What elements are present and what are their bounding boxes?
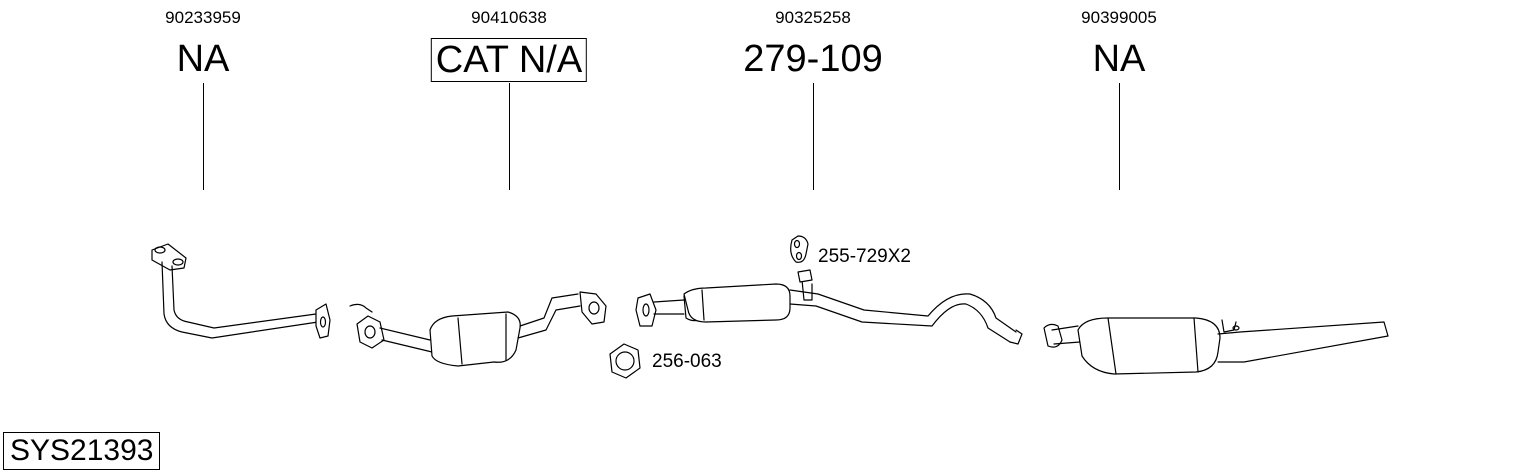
- leader-line-catalytic-converter: [509, 83, 510, 190]
- oe-number-middle-silencer: 90325258: [775, 8, 851, 27]
- middle-silencer-drawing[interactable]: [635, 269, 1023, 345]
- rear-silencer-drawing[interactable]: [1043, 317, 1389, 375]
- gasket-icon[interactable]: [609, 343, 641, 379]
- part-number-rear-silencer[interactable]: NA: [1092, 38, 1146, 80]
- part-number-front-pipe[interactable]: NA: [176, 38, 230, 80]
- part-number-catalytic-converter[interactable]: CAT N/A: [430, 38, 588, 82]
- catalytic-converter-drawing[interactable]: [349, 291, 607, 367]
- oe-number-front-pipe: 90233959: [165, 8, 241, 27]
- leader-line-front-pipe: [203, 83, 204, 190]
- leader-line-rear-silencer: [1119, 83, 1120, 190]
- rubber-hanger-icon[interactable]: [790, 235, 809, 263]
- part-number-middle-silencer[interactable]: 279-109: [743, 38, 883, 80]
- front-pipe-drawing[interactable]: [151, 243, 331, 339]
- accessory-label-hanger[interactable]: 255-729X2: [818, 246, 911, 267]
- oe-number-rear-silencer: 90399005: [1081, 8, 1157, 27]
- accessory-label-gasket[interactable]: 256-063: [652, 351, 722, 372]
- leader-line-middle-silencer: [813, 83, 814, 190]
- oe-number-catalytic-converter: 90410638: [471, 8, 547, 27]
- system-code: SYS21393: [3, 432, 161, 470]
